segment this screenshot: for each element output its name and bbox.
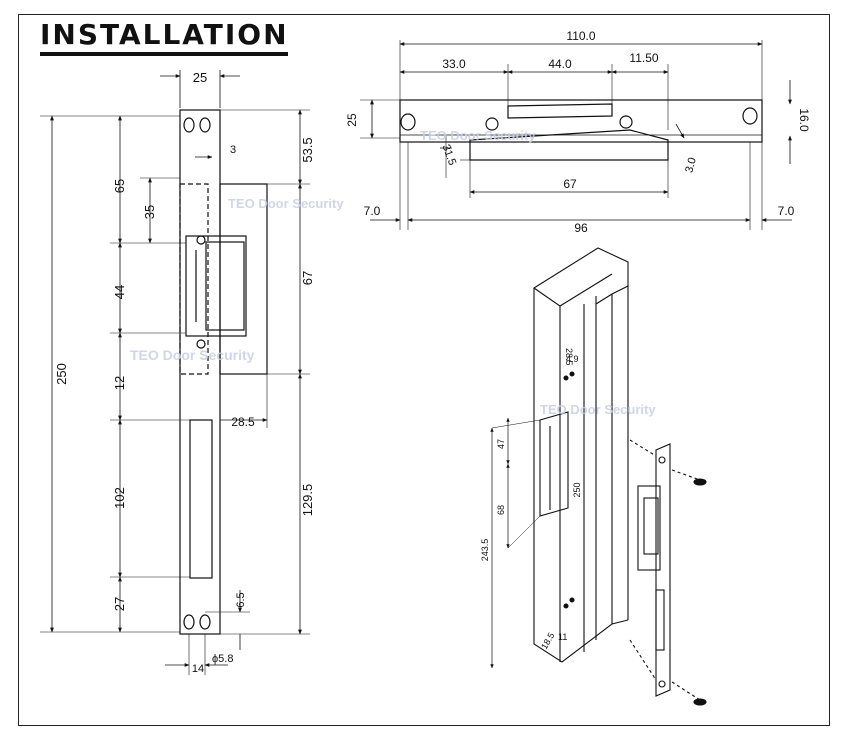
watermark-top: TEO Door Security — [420, 128, 536, 143]
dim-lower: 129.5 — [300, 484, 315, 517]
dim-iso-3: 47 — [496, 439, 506, 449]
dim-tongue: 28.5 — [231, 415, 255, 429]
dim-span: 96 — [574, 221, 588, 235]
watermark-front-2: TEO Door Security — [228, 196, 344, 211]
screw — [693, 478, 707, 486]
mount-hole — [199, 117, 211, 133]
dim-bottom-width: 14 — [192, 663, 204, 675]
front-view — [40, 70, 310, 675]
dim-iso-7: 11 — [558, 632, 567, 642]
screw — [485, 117, 499, 131]
dim-iso-8: 18.5 — [539, 631, 556, 651]
watermark-iso: TEO Door Security — [540, 402, 656, 417]
dim-iso-5: 243.5 — [480, 539, 490, 562]
keeper — [205, 241, 245, 331]
page-title: INSTALLATION — [40, 18, 289, 51]
dim-44: 44 — [112, 285, 127, 299]
iso-view — [490, 247, 707, 706]
dim-right-h: 16.0 — [797, 108, 811, 132]
dim-iso-4: 68 — [496, 505, 506, 515]
iso-view-labels: 28.5 4.9 47 68 243.5 250 11 18.5 TEO Doo… — [480, 348, 656, 651]
mount-hole — [742, 107, 758, 125]
frame-edge — [533, 287, 561, 662]
dim-total: 250 — [54, 363, 69, 385]
faceplate — [179, 109, 221, 635]
dim-b: 44.0 — [548, 57, 572, 71]
latch-slot — [189, 419, 213, 579]
watermark-front: TEO Door Security — [130, 347, 255, 363]
frame-cutout — [539, 411, 569, 517]
diagram-frame — [18, 14, 830, 726]
mount-hole — [199, 614, 211, 630]
top-plate — [399, 99, 763, 143]
strike-slot — [655, 589, 665, 651]
dim-inner: 67 — [563, 177, 577, 191]
latch-top — [507, 103, 613, 119]
dim-65: 65 — [112, 179, 127, 193]
dim-overall: 110.0 — [566, 29, 595, 43]
mount-hole — [183, 117, 195, 133]
box-profile — [469, 129, 669, 161]
title-underline — [40, 52, 288, 56]
dim-35: 35 — [142, 205, 157, 219]
screw — [693, 698, 707, 706]
dim-top-offset: 53.5 — [300, 137, 315, 162]
hidden-body-outline — [179, 183, 209, 375]
dim-iso-6: 250 — [572, 482, 582, 497]
screw — [196, 235, 206, 245]
dim-box-height: 67 — [300, 271, 315, 285]
strike-body — [219, 183, 268, 375]
keeper-window — [185, 235, 247, 337]
dim-height: 25 — [345, 113, 359, 127]
dim-hole-dia: ϕ5.8 — [212, 653, 233, 665]
dim-left-end: 7.0 — [364, 204, 381, 218]
strike-keeper — [643, 497, 659, 555]
mount-hole — [183, 614, 195, 630]
dim-102: 102 — [112, 487, 127, 509]
dim-hole-offset: 6.5 — [235, 592, 247, 607]
screw — [619, 115, 633, 129]
dim-right-end: 7.0 — [778, 204, 795, 218]
dim-27: 27 — [112, 597, 127, 611]
dim-c: 11.50 — [629, 51, 658, 65]
dim-a: 33.0 — [442, 57, 466, 71]
mount-hole — [400, 113, 416, 131]
dim-width: 25 — [193, 70, 207, 85]
dim-edge: 3.0 — [683, 156, 699, 174]
dim-12: 12 — [112, 376, 127, 390]
dim-iso-1: 28.5 — [564, 348, 574, 366]
door-frame — [533, 247, 629, 663]
dim-angle: 31.5 — [440, 143, 459, 167]
front-view-labels: 25 3 53.5 67 129.5 28.5 250 65 35 44 12 … — [54, 70, 344, 675]
dim-iso-2: 4.9 — [566, 354, 579, 364]
strike-box — [637, 485, 661, 571]
screw — [196, 339, 206, 349]
dim-lip: 3 — [230, 144, 236, 156]
top-view — [360, 40, 792, 230]
top-view-labels: 110.0 33.0 44.0 11.50 25 16.0 31.5 3.0 6… — [345, 29, 811, 235]
